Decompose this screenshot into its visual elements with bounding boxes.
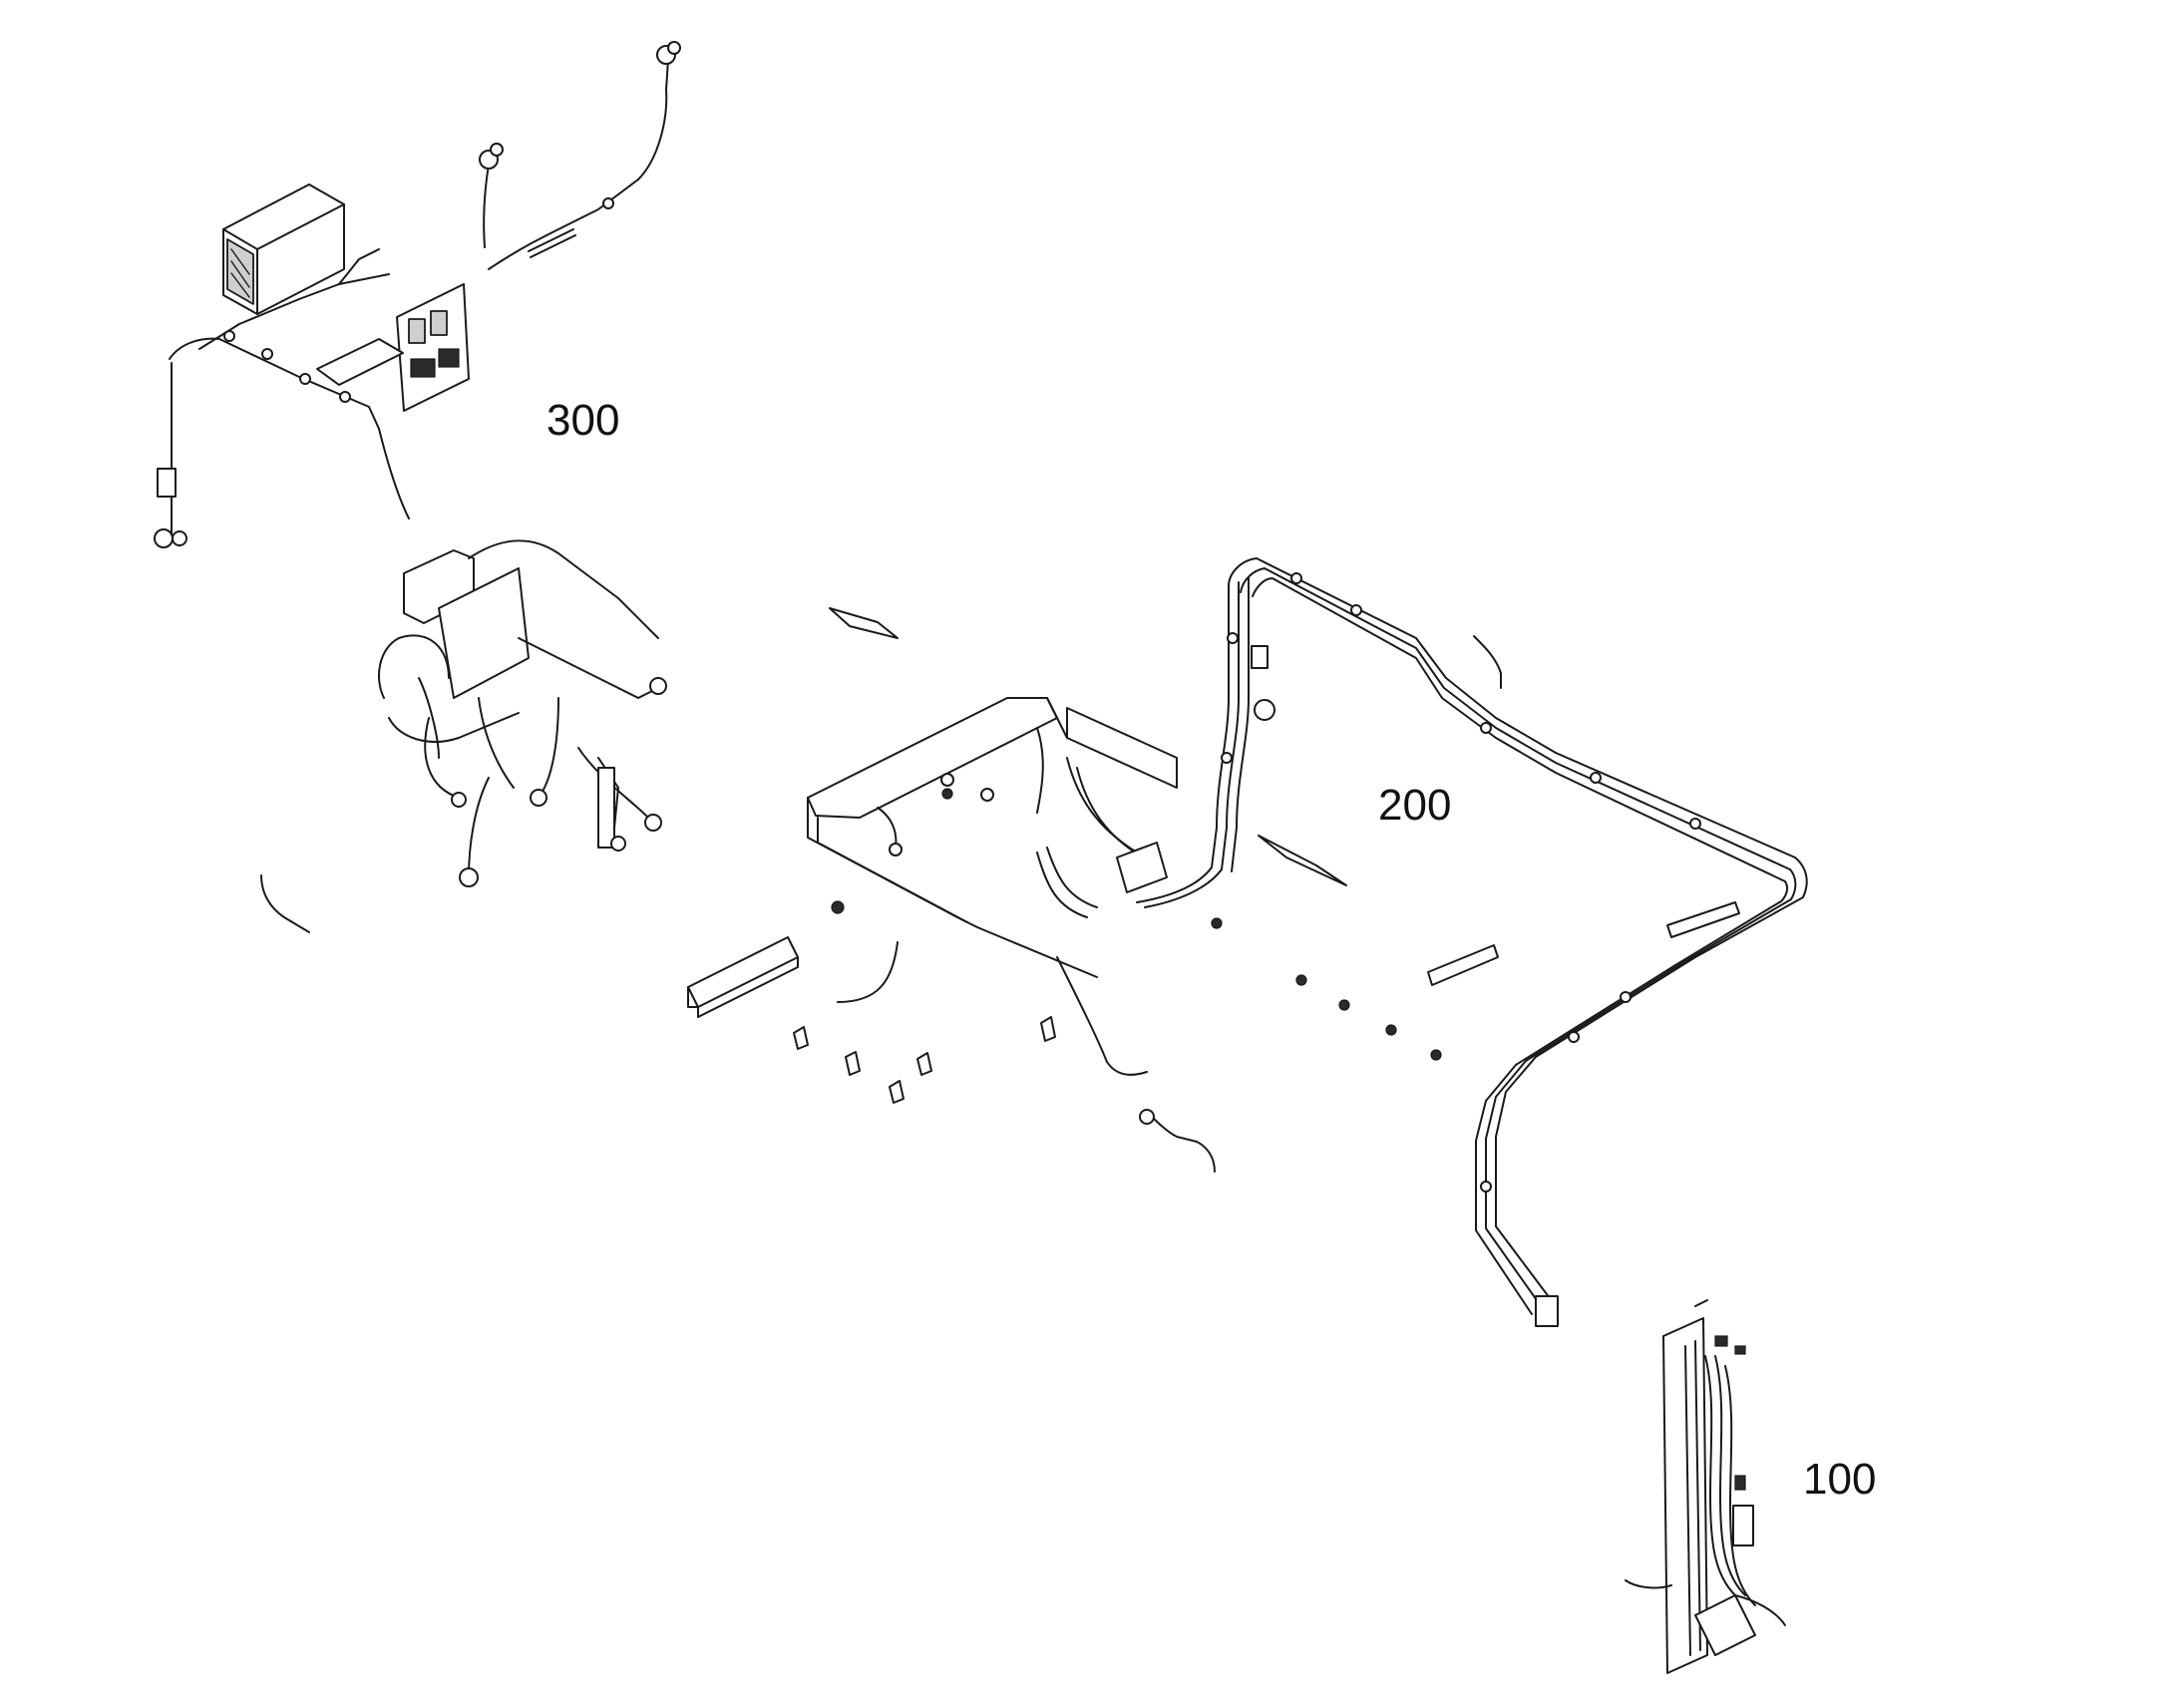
control-box: [222, 183, 345, 315]
label-200: 200: [1378, 781, 1451, 830]
main-harness-loop: [1136, 557, 1808, 1327]
cable-segment-a: [837, 941, 899, 1003]
label-300: 300: [546, 396, 619, 445]
cable-segment-b: [1146, 1111, 1216, 1173]
connector-panel: [316, 283, 470, 412]
lower-cluster-300: [378, 539, 667, 887]
fasteners: [793, 788, 1442, 1104]
label-100: 100: [1803, 1455, 1876, 1504]
harness-assembly-200: [687, 557, 1808, 1327]
harness-clips-300: [223, 197, 614, 403]
harness-assembly-100: [1625, 1299, 1786, 1674]
harness-assembly-300: [154, 41, 681, 933]
loose-cable-300: [260, 874, 310, 933]
rail-bracket: [807, 697, 1178, 978]
small-brackets: [687, 607, 1740, 1018]
center-wire: [1056, 956, 1148, 1076]
